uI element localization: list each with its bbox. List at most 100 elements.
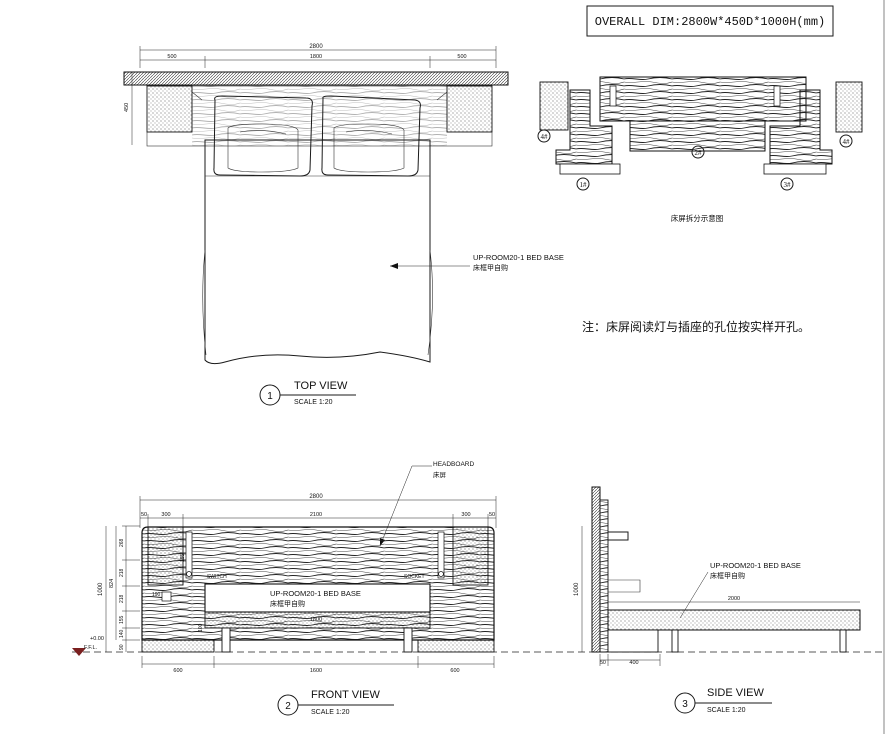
front-view-number: 2: [285, 701, 291, 712]
part-2-label: 2#: [695, 149, 703, 157]
part-3: [769, 89, 833, 165]
front-callout-en: HEADBOARD: [433, 461, 474, 468]
ffl-text: F.F.L.: [84, 645, 98, 651]
side-bottom-b: 400: [629, 660, 638, 666]
front-bed-label-cn: 床框甲自购: [270, 599, 305, 608]
overall-dim-box: [586, 5, 834, 37]
side-length: 2000: [728, 596, 740, 602]
front-bed-width: 1800: [310, 617, 322, 623]
side-view-scale: SCALE 1:20: [707, 707, 746, 714]
front-plinth-right: [417, 639, 495, 653]
headboard-top-slab: [123, 71, 509, 86]
front-dim-a: 50: [141, 512, 147, 518]
top-dim-left: 500: [167, 54, 176, 60]
side-callout-leader: [679, 571, 709, 619]
top-bed-label-cn: 床框甲自购: [473, 263, 508, 272]
front-view-title: FRONT VIEW: [311, 689, 380, 701]
side-bottom-a: 50: [600, 660, 606, 666]
front-bed-base: [204, 583, 431, 613]
front-bed-leg: [221, 627, 231, 653]
top-view-number: 1: [267, 391, 273, 402]
front-side-panel-right: [452, 526, 489, 586]
side-bed-base: [607, 609, 861, 631]
front-gap-dim: 190: [152, 592, 161, 598]
side-headboard: [599, 499, 609, 653]
part-2-lamp-right: [773, 85, 781, 107]
part-4-left-tag: [537, 129, 551, 143]
side-bed-label-cn: 床框甲自购: [710, 571, 745, 580]
switch-label: SWITCH: [207, 574, 227, 580]
lamp-arm: [191, 91, 448, 101]
bed-mattress: [204, 139, 431, 365]
socket-icon: [438, 571, 444, 577]
front-bed-leg: [403, 627, 413, 653]
side-lamp-shelf: [608, 531, 629, 541]
front-dim-d: 300: [461, 512, 470, 518]
part-2-tag: [691, 145, 705, 159]
front-lamp-right: [437, 531, 445, 579]
level-marker-icon: [72, 648, 86, 656]
duvet-drape: [202, 249, 433, 356]
top-bed-label-en: UP-ROOM20-1 BED BASE: [473, 253, 564, 262]
top-dim-depth: 450: [124, 103, 130, 112]
part-4-right: [835, 81, 863, 133]
front-bottom-right: 600: [450, 668, 459, 674]
part-1-label: 1#: [580, 181, 588, 189]
level-text: +0.00: [90, 636, 104, 642]
front-h6: 90: [119, 644, 125, 650]
part-3-tag: [780, 177, 794, 191]
part-4-left-label: 4#: [541, 133, 549, 141]
top-view: 2800 500 1800 500 450: [123, 44, 564, 406]
front-dim-c: 2100: [310, 512, 322, 518]
part-1-tag: [576, 177, 590, 191]
exploded-headboard: 4# 1# 2# 3# 4# 床屏拆分示意图: [537, 76, 863, 223]
side-bed-label-en: UP-ROOM20-1 BED BASE: [710, 561, 801, 570]
part-4-right-label: 4#: [843, 138, 851, 146]
front-height-sub: 824: [109, 579, 115, 588]
front-dim-e: 50: [489, 512, 495, 518]
outlet-icon: [161, 591, 172, 602]
front-bed-label-en: UP-ROOM20-1 BED BASE: [270, 589, 361, 598]
side-table-left: [146, 85, 193, 133]
top-callout-arrow: [390, 263, 398, 269]
side-bed-leg: [671, 629, 679, 653]
side-headboard-wall: [591, 486, 601, 653]
side-table-profile: [608, 579, 641, 593]
front-leg-dim: 100: [198, 623, 204, 632]
part-4-right-tag: [839, 134, 853, 148]
side-view-number: 3: [682, 699, 688, 710]
front-h5: 140: [119, 629, 125, 638]
overall-dim-text: OVERALL DIM:2800W*450D*1000H(mm): [595, 15, 825, 29]
side-view-title: SIDE VIEW: [707, 687, 764, 699]
front-h2: 218: [119, 568, 125, 577]
socket-label: SOCKET: [404, 574, 425, 580]
top-view-title: TOP VIEW: [294, 380, 348, 392]
side-height: 1000: [574, 582, 580, 596]
front-dim-b: 300: [161, 512, 170, 518]
side-bed-leg: [839, 629, 847, 653]
front-h3: 218: [119, 594, 125, 603]
top-view-scale: SCALE 1:20: [294, 399, 333, 406]
part-1-base: [559, 163, 621, 175]
front-h4: 155: [119, 615, 125, 624]
part-2-lamp-left: [609, 85, 617, 107]
note-text: 注：床屏阅读灯与插座的孔位按实样开孔。: [582, 319, 810, 334]
front-callout-cn: 床屏: [433, 470, 447, 479]
top-dim-total: 2800: [309, 44, 323, 50]
front-plinth-left: [141, 639, 215, 653]
front-mattress: [204, 611, 431, 629]
exploded-caption: 床屏拆分示意图: [671, 213, 724, 223]
part-4-left: [539, 81, 569, 131]
side-plinth: [607, 629, 659, 653]
front-height-total: 1000: [98, 582, 104, 596]
pillow-left: [213, 95, 313, 177]
switch-icon: [186, 571, 192, 577]
front-lamp-left: [185, 531, 193, 579]
front-view: HEADBOARD 床屏 2800 50 300 2100 300 50 100…: [72, 461, 884, 716]
top-dim-middle: 1800: [310, 54, 322, 60]
part-3-base: [763, 163, 827, 175]
headboard-panel: [192, 86, 447, 146]
front-bottom-left: 600: [173, 668, 182, 674]
top-dim-right: 500: [457, 54, 466, 60]
